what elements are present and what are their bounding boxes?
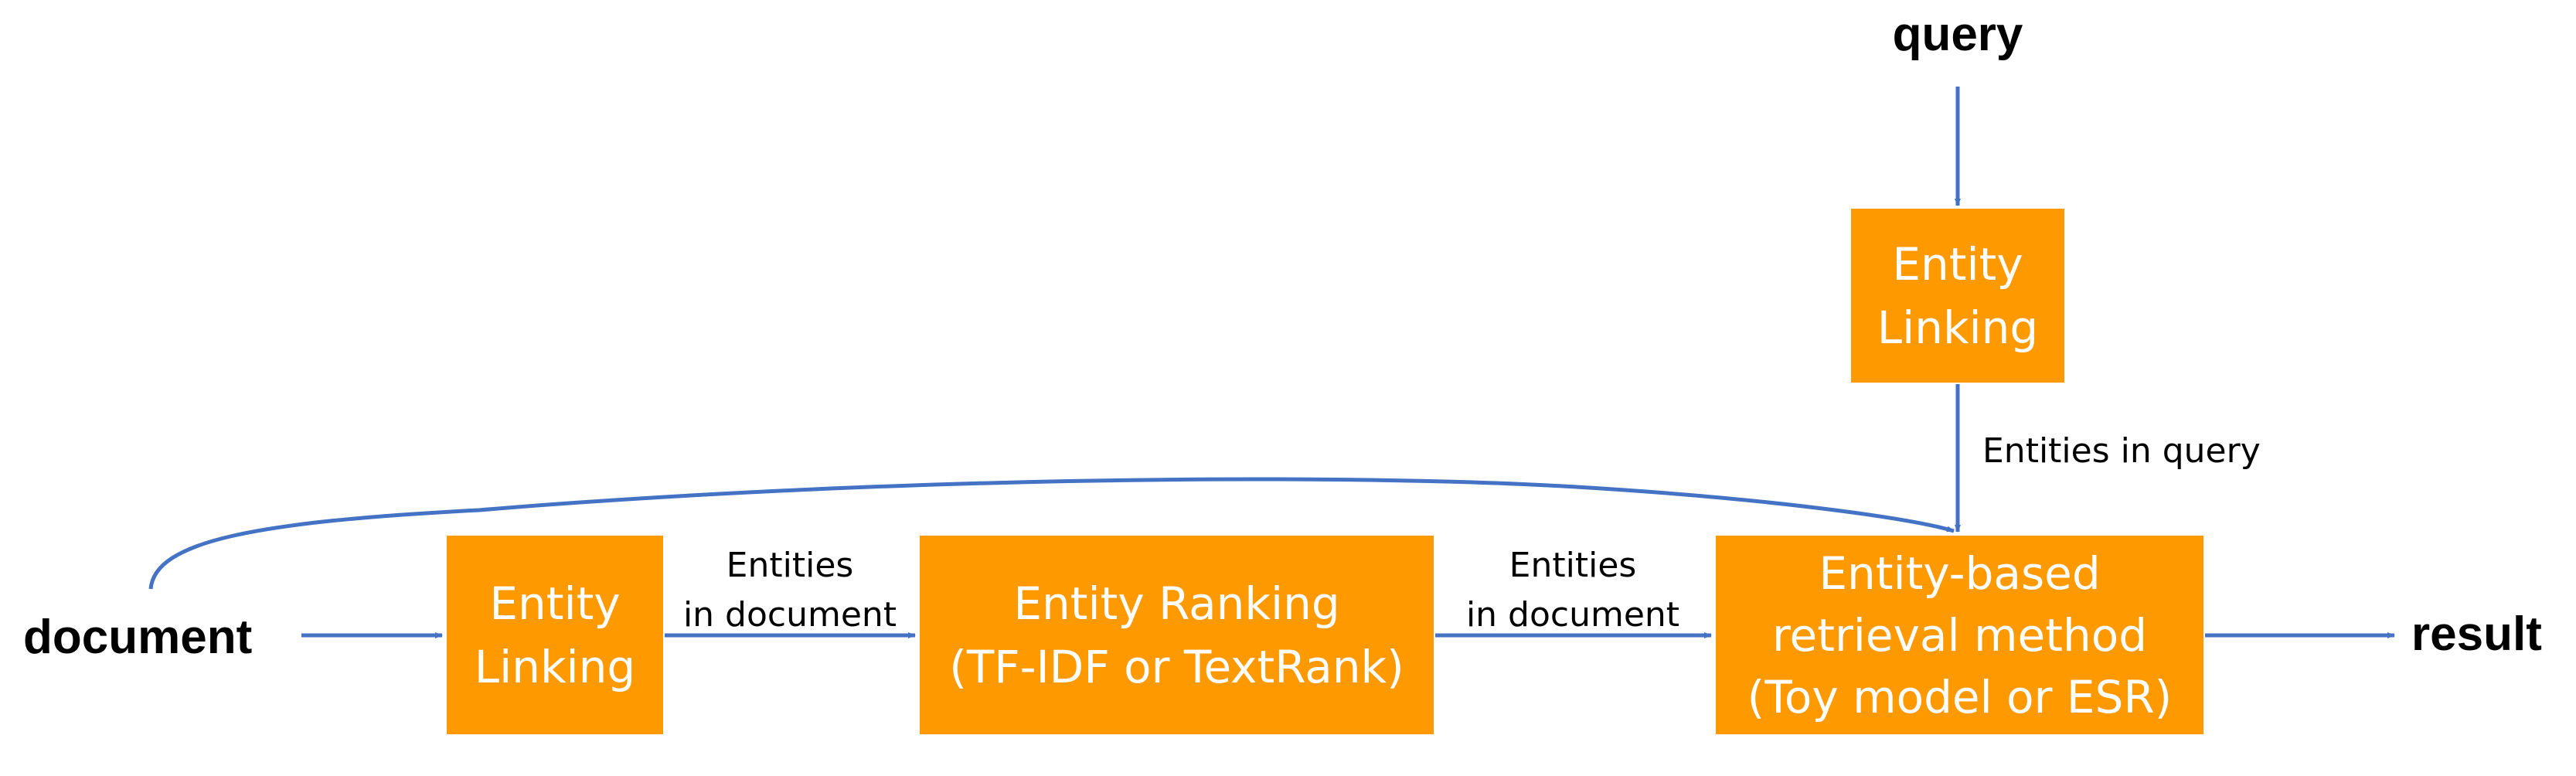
- query-entity-linking-line1: Entity: [1892, 237, 2023, 291]
- entities-in-document-2-line2: in document: [1465, 595, 1680, 635]
- query-entity-linking-box: Entity Linking: [1851, 209, 2064, 383]
- entity-ranking-box: Entity Ranking (TF-IDF or TextRank): [920, 536, 1434, 734]
- retrieval-line3: (Toy model or ESR): [1747, 670, 2173, 723]
- document-entity-linking-line1: Entity: [489, 577, 621, 630]
- entity-based-retrieval-box: Entity-based retrieval method (Toy model…: [1716, 536, 2203, 734]
- entities-in-document-2-line1: Entities: [1509, 546, 1637, 585]
- entities-in-document-1-line1: Entities: [726, 546, 854, 585]
- retrieval-line1: Entity-based: [1819, 546, 2101, 600]
- entities-in-document-label-2: Entities in document: [1445, 541, 1700, 640]
- document-entity-linking-line2: Linking: [474, 640, 636, 693]
- document-entity-linking-box: Entity Linking: [447, 536, 663, 734]
- entities-in-document-label-1: Entities in document: [665, 541, 915, 640]
- entity-ranking-line2: (TF-IDF or TextRank): [949, 640, 1404, 693]
- entities-in-query-label: Entities in query: [1982, 431, 2261, 471]
- document-label: document: [23, 611, 253, 664]
- result-label: result: [2411, 608, 2542, 661]
- query-label: query: [1892, 8, 2023, 61]
- entities-in-document-1-line2: in document: [682, 595, 897, 635]
- retrieval-line2: retrieval method: [1771, 608, 2148, 662]
- entity-ranking-line1: Entity Ranking: [1013, 577, 1340, 630]
- query-entity-linking-line2: Linking: [1877, 301, 2039, 354]
